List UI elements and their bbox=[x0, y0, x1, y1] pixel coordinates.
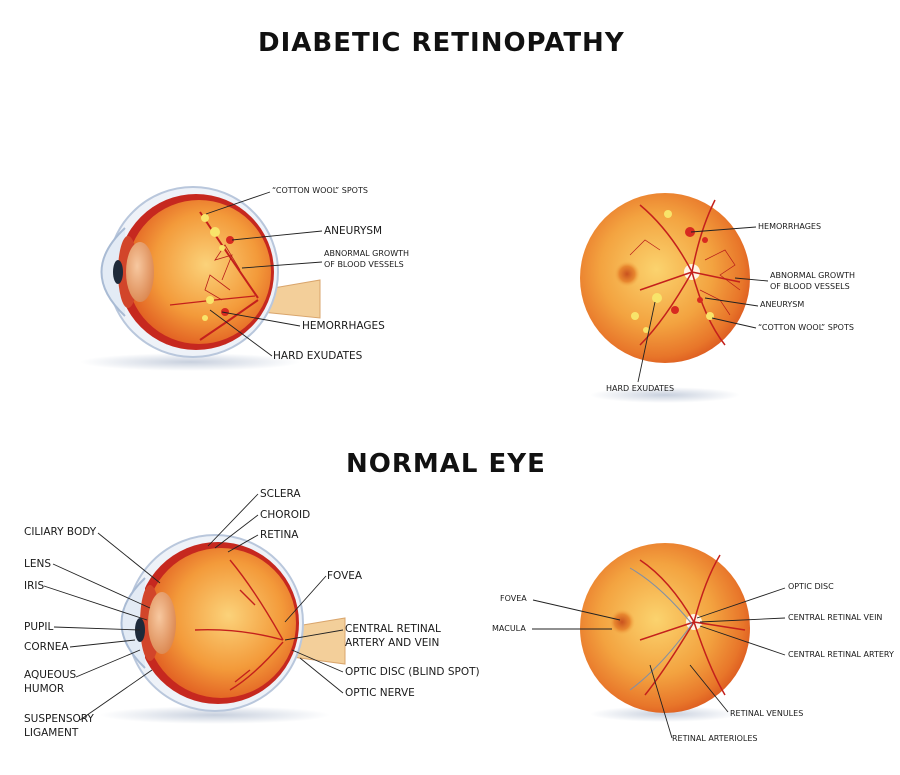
label-optic-disc-blind-spot: OPTIC DISC (BLIND SPOT) bbox=[345, 666, 480, 678]
diabetic-fundus bbox=[580, 193, 750, 403]
fundus-label-macula: MACULA bbox=[492, 624, 526, 633]
leader-lines bbox=[43, 191, 786, 739]
label-aqueous-humor: AQUEOUS HUMOR bbox=[24, 668, 76, 696]
diabetic-eye-cross-section bbox=[80, 186, 321, 371]
fundus-label-retinal-venules: RETINAL VENULES bbox=[730, 709, 804, 718]
fundus-label-aneurysm: ANEURYSM bbox=[760, 300, 805, 309]
fundus-label-retinal-arterioles: RETINAL ARTERIOLES bbox=[672, 734, 758, 743]
label-suspensory-ligament-line1: SUSPENSORY bbox=[24, 713, 94, 725]
label-fovea: FOVEA bbox=[327, 570, 363, 582]
label-suspensory-ligament: SUSPENSORY LIGAMENT bbox=[24, 712, 94, 740]
label-cornea: CORNEA bbox=[24, 641, 69, 653]
fundus-label-central-retinal-artery: CENTRAL RETINAL ARTERY bbox=[788, 650, 894, 659]
label-aqueous-humor-line2: HUMOR bbox=[24, 683, 65, 696]
label-retina: RETINA bbox=[260, 529, 299, 541]
normal-eye-cross-section bbox=[100, 534, 346, 724]
label-sclera: SCLERA bbox=[260, 488, 301, 500]
label-aneurysm: ANEURYSM bbox=[324, 225, 383, 237]
label-central-retinal-line1: CENTRAL RETINAL bbox=[345, 623, 441, 635]
fundus-label-abnormal-growth-line1: ABNORMAL GROWTH bbox=[770, 271, 856, 280]
label-lens: LENS bbox=[24, 558, 52, 570]
label-hemorrhages: HEMORRHAGES bbox=[302, 320, 385, 332]
fundus-label-cotton-wool: “COTTON WOOL” SPOTS bbox=[758, 323, 854, 332]
label-suspensory-ligament-line2: LIGAMENT bbox=[24, 727, 79, 740]
fundus-label-abnormal-growth: ABNORMAL GROWTH OF BLOOD VESSELS bbox=[770, 271, 855, 293]
label-hard-exudates: HARD EXUDATES bbox=[273, 350, 363, 362]
fundus-label-optic-disc: OPTIC DISC bbox=[788, 582, 834, 591]
label-aqueous-humor-line1: AQUEOUS bbox=[24, 669, 77, 681]
label-ciliary-body: CILIARY BODY bbox=[24, 526, 97, 538]
fundus-label-abnormal-growth-line2: OF BLOOD VESSELS bbox=[770, 281, 850, 291]
fundus-label-hard-exudates: HARD EXUDATES bbox=[606, 384, 675, 393]
fundus-label-central-retinal-vein: CENTRAL RETINAL VEIN bbox=[788, 613, 883, 622]
label-pupil: PUPIL bbox=[24, 621, 54, 633]
label-abnormal-growth-line1: ABNORMAL GROWTH bbox=[324, 249, 410, 258]
label-central-retinal-line2: ARTERY AND VEIN bbox=[345, 637, 440, 650]
label-abnormal-growth: ABNORMAL GROWTH OF BLOOD VESSELS bbox=[324, 249, 409, 271]
title-diabetic-retinopathy: DIABETIC RETINOPATHY bbox=[258, 28, 625, 58]
label-choroid: CHOROID bbox=[260, 509, 311, 521]
label-central-retinal-artery-vein: CENTRAL RETINAL ARTERY AND VEIN bbox=[345, 622, 441, 650]
label-abnormal-growth-line2: OF BLOOD VESSELS bbox=[324, 259, 404, 269]
normal-fundus bbox=[580, 543, 750, 722]
label-cotton-wool-spots: “COTTON WOOL” SPOTS bbox=[272, 186, 368, 195]
label-iris: IRIS bbox=[24, 580, 45, 592]
label-optic-nerve: OPTIC NERVE bbox=[345, 687, 415, 699]
fundus-label-hemorrhages: HEMORRHAGES bbox=[758, 222, 822, 231]
title-normal-eye: NORMAL EYE bbox=[346, 449, 546, 479]
fundus-label-fovea: FOVEA bbox=[500, 594, 527, 603]
